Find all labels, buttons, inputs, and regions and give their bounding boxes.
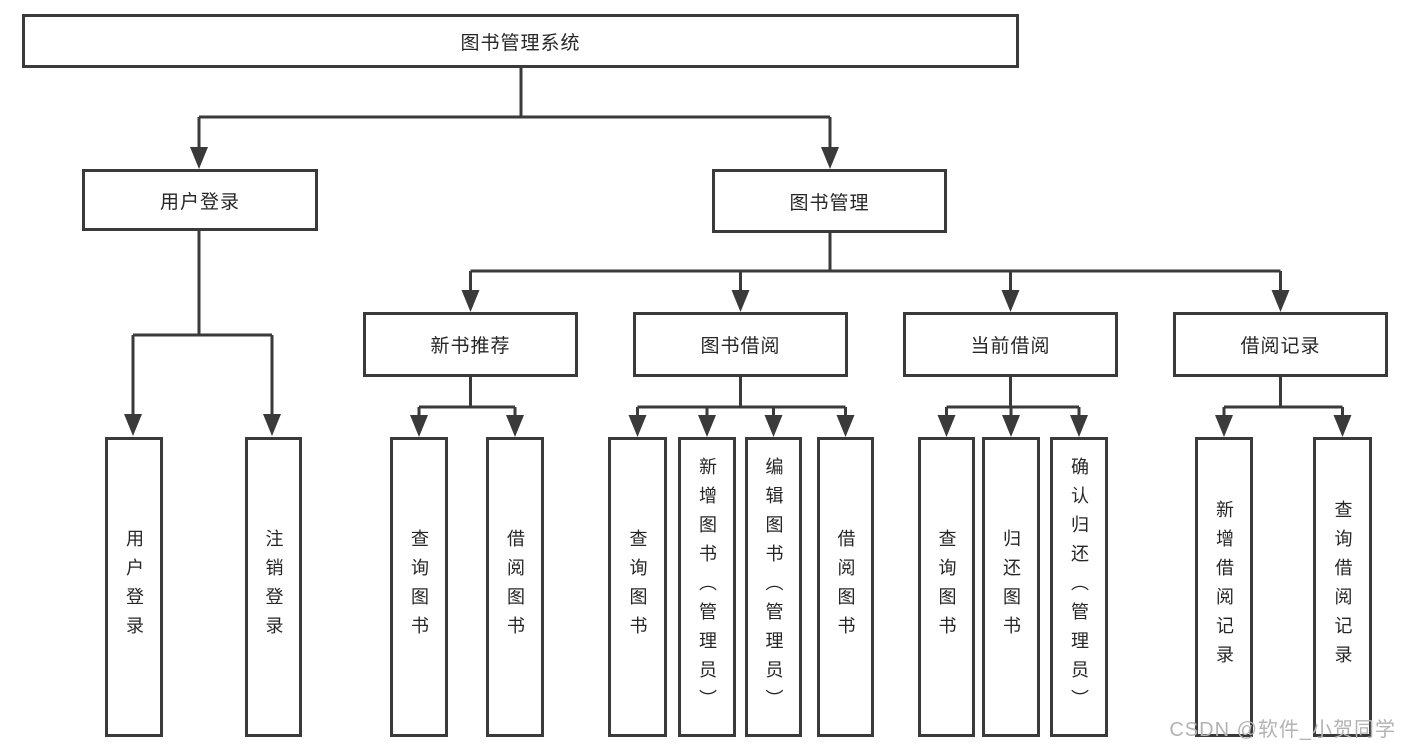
node-leaf-borrow-books-recommend: 借阅图书 — [486, 437, 544, 737]
arrow-c3 — [764, 415, 783, 437]
arrow-e2 — [1333, 415, 1352, 437]
node-label: 查询图书 — [936, 529, 957, 645]
connector-borrowing-to-leaves — [636, 377, 847, 419]
node-borrowing-records: 借阅记录 — [1173, 312, 1388, 377]
node-user-login: 用户登录 — [82, 169, 318, 231]
arrow-d3 — [1070, 415, 1088, 437]
node-leaf-query-borrow-record: 查询借阅记录 — [1313, 437, 1372, 737]
node-label: 借阅图书 — [505, 529, 525, 645]
node-label: 用户登录 — [124, 529, 144, 645]
connector-records-to-leaves — [1222, 377, 1344, 419]
node-label: 用户登录 — [159, 191, 240, 213]
node-label: 图书管理 — [789, 192, 870, 214]
node-label: 查询图书 — [627, 529, 648, 645]
node-new-book-recommend: 新书推荐 — [363, 312, 578, 377]
arrow-to-current — [1001, 290, 1020, 312]
connector-new-rec-to-leaves — [417, 377, 517, 419]
node-leaf-user-login: 用户登录 — [105, 437, 163, 737]
node-leaf-query-books-recommend: 查询图书 — [390, 437, 448, 737]
node-label: 图书管理系统 — [460, 32, 581, 54]
node-label: 编辑图书（管理员） — [763, 456, 784, 718]
node-label: 归还图书 — [1001, 529, 1021, 645]
arrow-to-logout-leaf — [263, 414, 281, 436]
arrow-to-new-rec — [461, 290, 480, 312]
node-leaf-return-book: 归还图书 — [982, 437, 1040, 737]
node-leaf-add-book-admin: 新增图书（管理员） — [678, 437, 736, 737]
node-leaf-logout: 注销登录 — [245, 437, 302, 737]
node-current-borrowing: 当前借阅 — [903, 312, 1118, 377]
connector-user-login-to-leaves — [131, 231, 274, 418]
node-label: 查询图书 — [409, 529, 429, 645]
node-leaf-query-books-current: 查询图书 — [918, 437, 975, 737]
node-label: 借阅记录 — [1240, 336, 1321, 357]
arrow-b2 — [506, 415, 524, 437]
node-label: 新增借阅记录 — [1214, 500, 1234, 674]
arrow-to-user-login-leaf — [124, 414, 142, 436]
connector-current-to-leaves — [945, 377, 1081, 419]
connector-root-to-level1 — [197, 68, 832, 150]
arrow-c1 — [628, 415, 647, 437]
node-label: 图书借阅 — [700, 336, 781, 357]
arrow-to-user-login — [190, 147, 208, 169]
node-label: 查询借阅记录 — [1332, 500, 1353, 674]
node-root-library-system: 图书管理系统 — [22, 14, 1019, 68]
arrow-b1 — [410, 415, 428, 437]
node-book-borrowing: 图书借阅 — [633, 312, 848, 377]
node-leaf-confirm-return-admin: 确认归还（管理员） — [1050, 437, 1108, 737]
arrow-e1 — [1215, 415, 1233, 437]
arrow-c4 — [836, 415, 855, 437]
node-label: 新增图书（管理员） — [697, 456, 717, 718]
node-label: 注销登录 — [263, 529, 284, 645]
arrow-c2 — [698, 415, 716, 437]
arrow-to-borrowing — [731, 290, 750, 312]
node-label: 当前借阅 — [970, 336, 1051, 357]
node-leaf-query-books-borrowing: 查询图书 — [608, 437, 667, 737]
connector-book-mgmt-to-level2 — [469, 233, 1282, 295]
arrow-d2 — [1002, 415, 1020, 437]
csdn-watermark: CSDN @软件_小贺同学 — [1169, 719, 1396, 741]
node-leaf-edit-book-admin: 编辑图书（管理员） — [745, 437, 802, 737]
node-leaf-add-borrow-record: 新增借阅记录 — [1195, 437, 1253, 737]
arrow-d1 — [937, 415, 956, 437]
node-leaf-borrow-books-borrowing: 借阅图书 — [817, 437, 874, 737]
node-book-management: 图书管理 — [712, 169, 947, 233]
arrow-to-records — [1271, 290, 1290, 312]
node-label: 确认归还（管理员） — [1069, 456, 1089, 718]
node-label: 借阅图书 — [835, 529, 856, 645]
node-label: 新书推荐 — [430, 336, 511, 357]
arrow-to-book-mgmt — [821, 147, 839, 169]
